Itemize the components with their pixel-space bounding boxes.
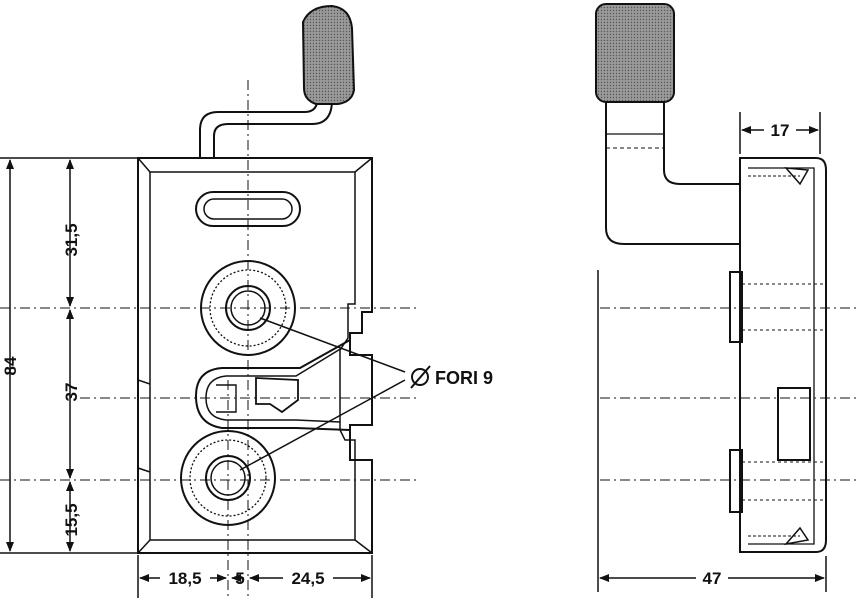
side-centerlines: [600, 283, 857, 501]
leader-lower: [239, 379, 406, 471]
side-boss-lower: [729, 449, 743, 513]
top-slot-inner: [203, 198, 293, 220]
side-body: [739, 157, 827, 553]
side-boss-upper: [729, 271, 743, 343]
front-plate-outline: [137, 157, 373, 554]
latch-catch: [255, 377, 299, 414]
dim-31-5: 31,5: [62, 223, 81, 256]
dim-5: 5: [235, 569, 244, 588]
dim-15-5: 15,5: [62, 503, 81, 536]
diameter-symbol-icon: [411, 368, 429, 386]
lever-rod: [199, 72, 319, 158]
side-view: [595, 3, 827, 553]
side-catch: [777, 387, 811, 461]
front-plate-flange: [149, 171, 356, 541]
hole-annotation: FORI 9: [410, 365, 493, 389]
front-view: [137, 4, 406, 554]
vertical-dimensions: [0, 157, 140, 554]
side-knob: [595, 3, 675, 103]
dim-17: 17: [771, 121, 790, 140]
hole-label: FORI 9: [435, 368, 493, 388]
dim-24-5: 24,5: [291, 569, 324, 588]
leader-upper: [259, 317, 406, 373]
front-centerlines: [0, 80, 420, 600]
latch-claw: [194, 339, 351, 431]
lever-rod-inner: [213, 76, 333, 158]
side-lever: [605, 102, 740, 245]
dim-84: 84: [1, 356, 20, 375]
dim-47: 47: [703, 569, 722, 588]
dim-18-5: 18,5: [168, 569, 201, 588]
lever-knob: [301, 4, 356, 105]
dim-37: 37: [62, 383, 81, 402]
